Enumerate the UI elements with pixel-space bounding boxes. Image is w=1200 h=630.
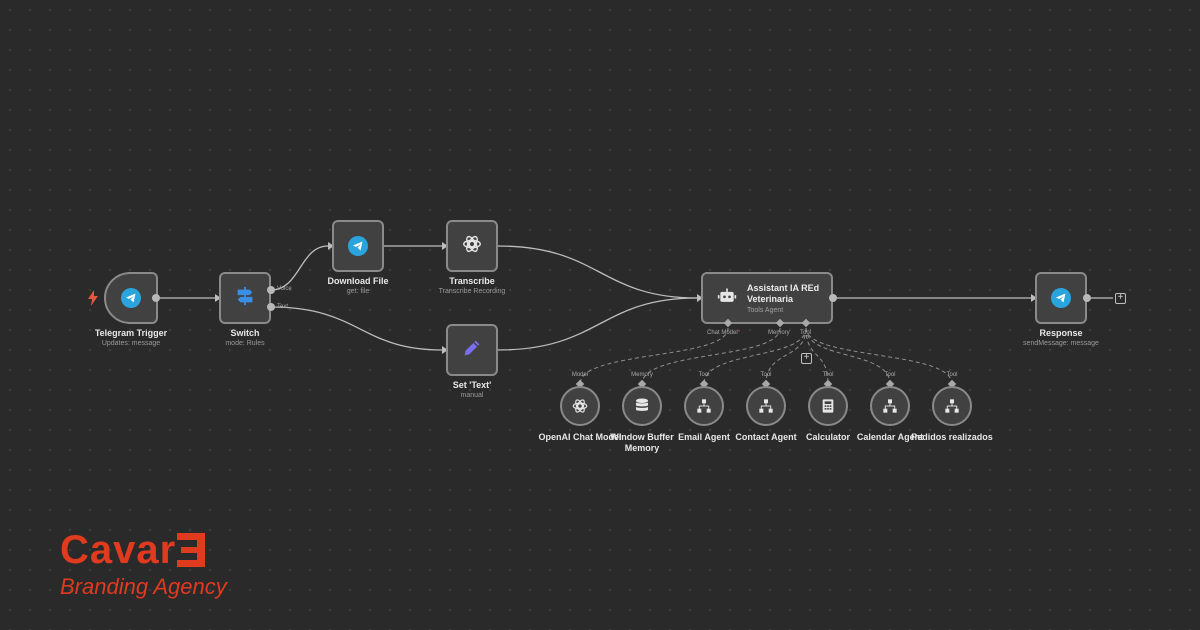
node-sublabel: get: file [346, 288, 370, 295]
node-sublabel: sendMessage: message [1023, 340, 1099, 347]
brand-logo: Cavar [60, 528, 206, 574]
workflow-icon [945, 399, 959, 413]
node-download-file[interactable] [332, 220, 384, 272]
subnode-circle[interactable] [932, 386, 972, 426]
openai-icon [461, 233, 483, 260]
openai-icon [572, 399, 588, 413]
subnode-circle[interactable] [684, 386, 724, 426]
subnode-circle[interactable] [560, 386, 600, 426]
subnode-circle[interactable] [870, 386, 910, 426]
subnode-label: Window Buffer Memory [610, 432, 674, 453]
telegram-icon [121, 288, 141, 308]
node-telegram-trigger[interactable] [104, 272, 158, 324]
brand-e-mark-icon [177, 533, 206, 574]
node-transcribe[interactable] [446, 220, 498, 272]
connection-settext-assistant[interactable] [497, 297, 698, 351]
node-label: Telegram Trigger [94, 328, 168, 338]
subnode-circle[interactable] [808, 386, 848, 426]
node-label: Transcribe [449, 276, 495, 286]
node-sublabel: mode: Rules [225, 340, 265, 347]
output-handle[interactable] [152, 294, 160, 302]
node-label: Set 'Text' [452, 380, 492, 390]
database-icon [636, 398, 648, 411]
switch-output-voice-label: Voice [277, 286, 292, 292]
node-label: Switch [230, 328, 260, 338]
connection-switch-download[interactable] [270, 245, 329, 291]
workflow-icon [697, 399, 711, 413]
connection-memory[interactable] [641, 327, 781, 385]
subnode-port-label: Tool [698, 372, 710, 378]
connection-transcribe-assistant[interactable] [497, 245, 698, 299]
connection-tool-calendar[interactable] [805, 327, 891, 385]
switch-output-text-label: Text [277, 304, 289, 310]
node-label: Response [1039, 328, 1083, 338]
subnode-port-label: Tool [822, 372, 834, 378]
connection-tool-email[interactable] [703, 327, 807, 385]
calculator-icon [822, 399, 834, 413]
subnode-circle[interactable] [746, 386, 786, 426]
subnode-label: Calendar Agent [856, 432, 924, 442]
telegram-icon [1051, 288, 1071, 308]
subnode-port-label: Tool [946, 372, 958, 378]
agent-title: Assistant IA REd Veterinaria [747, 282, 820, 304]
assistant-output-handle[interactable] [829, 294, 837, 302]
subnode-label: Calculator [805, 432, 850, 442]
node-sublabel: manual [460, 392, 484, 399]
subnode-label: OpenAI Chat Model [538, 432, 622, 442]
telegram-icon [348, 236, 368, 256]
trigger-bolt-icon [88, 290, 98, 306]
node-switch[interactable] [219, 272, 271, 324]
node-response[interactable] [1035, 272, 1087, 324]
subnode-port-label: Model [571, 372, 589, 378]
node-label: Download File [327, 276, 389, 286]
brand-tagline: Branding Agency [60, 574, 227, 599]
node-assistant-agent[interactable]: Assistant IA REd Veterinaria Tools Agent [701, 272, 833, 324]
switch-output-voice-handle[interactable] [267, 286, 275, 294]
add-node-button[interactable]: + [1115, 293, 1126, 304]
subnode-label: Contact Agent [735, 432, 797, 442]
subnode-circle[interactable] [622, 386, 662, 426]
subnode-port-label: Tool [884, 372, 896, 378]
agent-subtitle: Tools Agent [747, 306, 784, 314]
pencil-icon [461, 337, 483, 364]
switch-output-text-handle[interactable] [267, 303, 275, 311]
tool-port-label: Tool [800, 330, 812, 336]
subnode-port-label: Tool [760, 372, 772, 378]
response-output-handle[interactable] [1083, 294, 1091, 302]
node-sublabel: Transcribe Recording [438, 288, 506, 295]
subnode-label: Pedidos realizados [911, 432, 993, 442]
node-set-text[interactable] [446, 324, 498, 376]
workflow-icon [759, 399, 773, 413]
chat-model-port-label: Chat Model* [707, 330, 741, 336]
node-sublabel: Updates: message [101, 340, 161, 347]
add-tool-button[interactable]: + [801, 353, 812, 364]
workflow-icon [883, 399, 897, 413]
connection-tool-contact[interactable] [765, 327, 807, 385]
memory-port-label: Memory [768, 330, 790, 336]
connection-tool-calculator[interactable] [805, 327, 829, 385]
subnode-port-label: Memory [631, 372, 653, 378]
subnode-label: Email Agent [678, 432, 730, 442]
signpost-icon [234, 285, 256, 312]
robot-icon [717, 286, 737, 311]
brand-name: Cavar [60, 528, 177, 572]
connection-switch-settext[interactable] [270, 306, 443, 351]
